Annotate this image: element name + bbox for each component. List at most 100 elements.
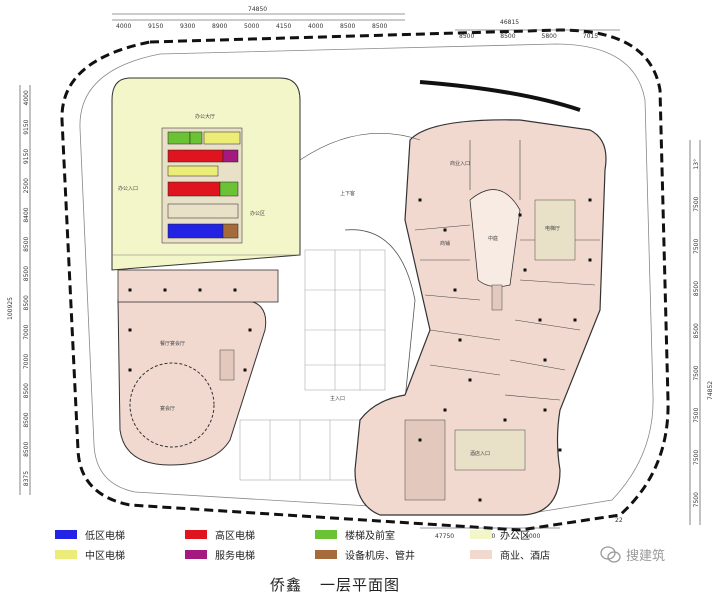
column-mark	[523, 268, 527, 272]
top-segment-dimension: 9300	[180, 23, 195, 30]
site-boundary	[60, 28, 670, 532]
legend-label: 办公区	[500, 531, 530, 542]
right-segment-dimension: 7500	[693, 492, 700, 507]
room-label: 餐厅宴会厅	[160, 340, 185, 347]
banquet-stair	[219, 349, 235, 381]
room-label: 主入口	[330, 395, 345, 402]
legend-item-service-elevator: 服务电梯	[185, 547, 255, 562]
column-mark	[543, 358, 547, 362]
legend-label: 服务电梯	[215, 551, 255, 562]
room-label: 办公区	[250, 210, 265, 217]
column-mark	[503, 418, 507, 422]
right-segment-dimension: 8500	[693, 281, 700, 296]
top-segment-dimension: 5000	[244, 23, 259, 30]
room-label: 办公大厅	[195, 113, 215, 120]
right-segment-dimension: 13°	[693, 159, 700, 170]
bottom-segment-dimension: 47750	[435, 533, 454, 540]
project-name: 侨鑫	[270, 576, 303, 594]
right-segment-dimension: 8500	[693, 323, 700, 338]
legend-label: 中区电梯	[85, 551, 125, 562]
wechat-icon	[600, 545, 621, 563]
left-segment-dimension: 7000	[23, 324, 30, 339]
left-segment-dimension: 8500	[23, 295, 30, 310]
left-segment-dimension: 8500	[23, 266, 30, 281]
room-label: 中庭	[488, 235, 498, 242]
mid-zone-elevators	[203, 131, 241, 145]
column-mark	[453, 288, 457, 292]
column-mark	[418, 198, 422, 202]
column-mark	[443, 408, 447, 412]
column-mark	[128, 328, 132, 332]
column-mark	[443, 228, 447, 232]
legend-item-stair: 楼梯及前室	[315, 527, 395, 542]
watermark: 搜建筑	[600, 545, 665, 564]
high-zone-elevators	[167, 149, 224, 163]
structural-columns	[128, 198, 592, 502]
elevator-core	[161, 127, 243, 244]
left-segment-dimension: 8400	[23, 207, 30, 222]
retail-core	[404, 199, 576, 501]
left-segment-dimension: 8500	[23, 412, 30, 427]
legend-swatch	[185, 550, 207, 559]
room-label: 电梯厅	[545, 225, 560, 232]
stair-core	[167, 131, 191, 145]
bottom-segment-dimension: 9000	[525, 533, 540, 540]
atrium-void	[469, 189, 521, 288]
left-segment-dimensions: 4000 9150 9150 2500 8400 8500 8500 8500 7000 7000…	[23, 90, 30, 486]
column-mark	[458, 338, 462, 342]
legend-swatch	[315, 550, 337, 559]
column-mark	[573, 318, 577, 322]
left-segment-dimension: 8500	[23, 441, 30, 456]
top-right-segment-dimension: 5800	[542, 33, 557, 40]
left-segment-dimension: 9150	[23, 119, 30, 134]
legend-item-retail-hotel: 商业、酒店	[470, 547, 550, 562]
bottom-partial-dimension: 22	[615, 517, 623, 524]
drawing-name: 一层平面图	[320, 576, 401, 594]
left-segment-dimension: 9150	[23, 149, 30, 164]
lobby-strip	[117, 269, 279, 303]
column-mark	[588, 258, 592, 262]
room-label: 商业入口	[450, 160, 470, 167]
legend-item-mid-elevator: 中区电梯	[55, 547, 125, 562]
column-mark	[248, 328, 252, 332]
banquet-hall	[129, 362, 215, 448]
left-segment-dimension: 8500	[23, 383, 30, 398]
legend-swatch	[315, 530, 337, 539]
top-total-dimension: 74850	[248, 6, 267, 13]
column-mark	[543, 408, 547, 412]
column-mark	[558, 448, 562, 452]
room-label: 办公入口	[118, 185, 138, 192]
left-segment-dimension: 7000	[23, 354, 30, 369]
top-segment-dimension: 4000	[116, 23, 131, 30]
column-mark	[588, 198, 592, 202]
column-mark	[518, 213, 522, 217]
top-segment-dimension: 8500	[340, 23, 355, 30]
legend: 低区电梯 高区电梯 楼梯及前室 办公区 中区电梯 服务电梯 设备机房、管井 商业…	[55, 527, 615, 567]
top-right-total-dimension: 46815	[500, 19, 519, 26]
legend-item-office: 办公区	[470, 527, 530, 542]
left-segment-dimension: 4000	[23, 90, 30, 105]
right-segment-dimension: 7500	[693, 365, 700, 380]
watermark-text: 搜建筑	[626, 549, 666, 564]
legend-label: 高区电梯	[215, 531, 255, 542]
top-right-segment-dimension: 8500	[500, 33, 515, 40]
left-total-dimension: 100925	[7, 297, 14, 320]
top-dimension-line	[112, 13, 620, 31]
column-mark	[243, 368, 247, 372]
left-segment-dimension: 2500	[23, 178, 30, 193]
entrance-canopy	[344, 229, 416, 401]
column-mark	[198, 288, 202, 292]
right-segment-dimension: 7500	[693, 239, 700, 254]
top-segment-dimension: 4150	[276, 23, 291, 30]
site-boundary-inner	[79, 43, 654, 516]
legend-label: 商业、酒店	[500, 551, 550, 562]
room-label: 上下客	[340, 190, 355, 197]
column-mark	[163, 288, 167, 292]
top-segment-dimension: 9150	[148, 23, 163, 30]
legend-item-low-elevator: 低区电梯	[55, 527, 125, 542]
right-total-dimension: 74852	[707, 381, 714, 400]
